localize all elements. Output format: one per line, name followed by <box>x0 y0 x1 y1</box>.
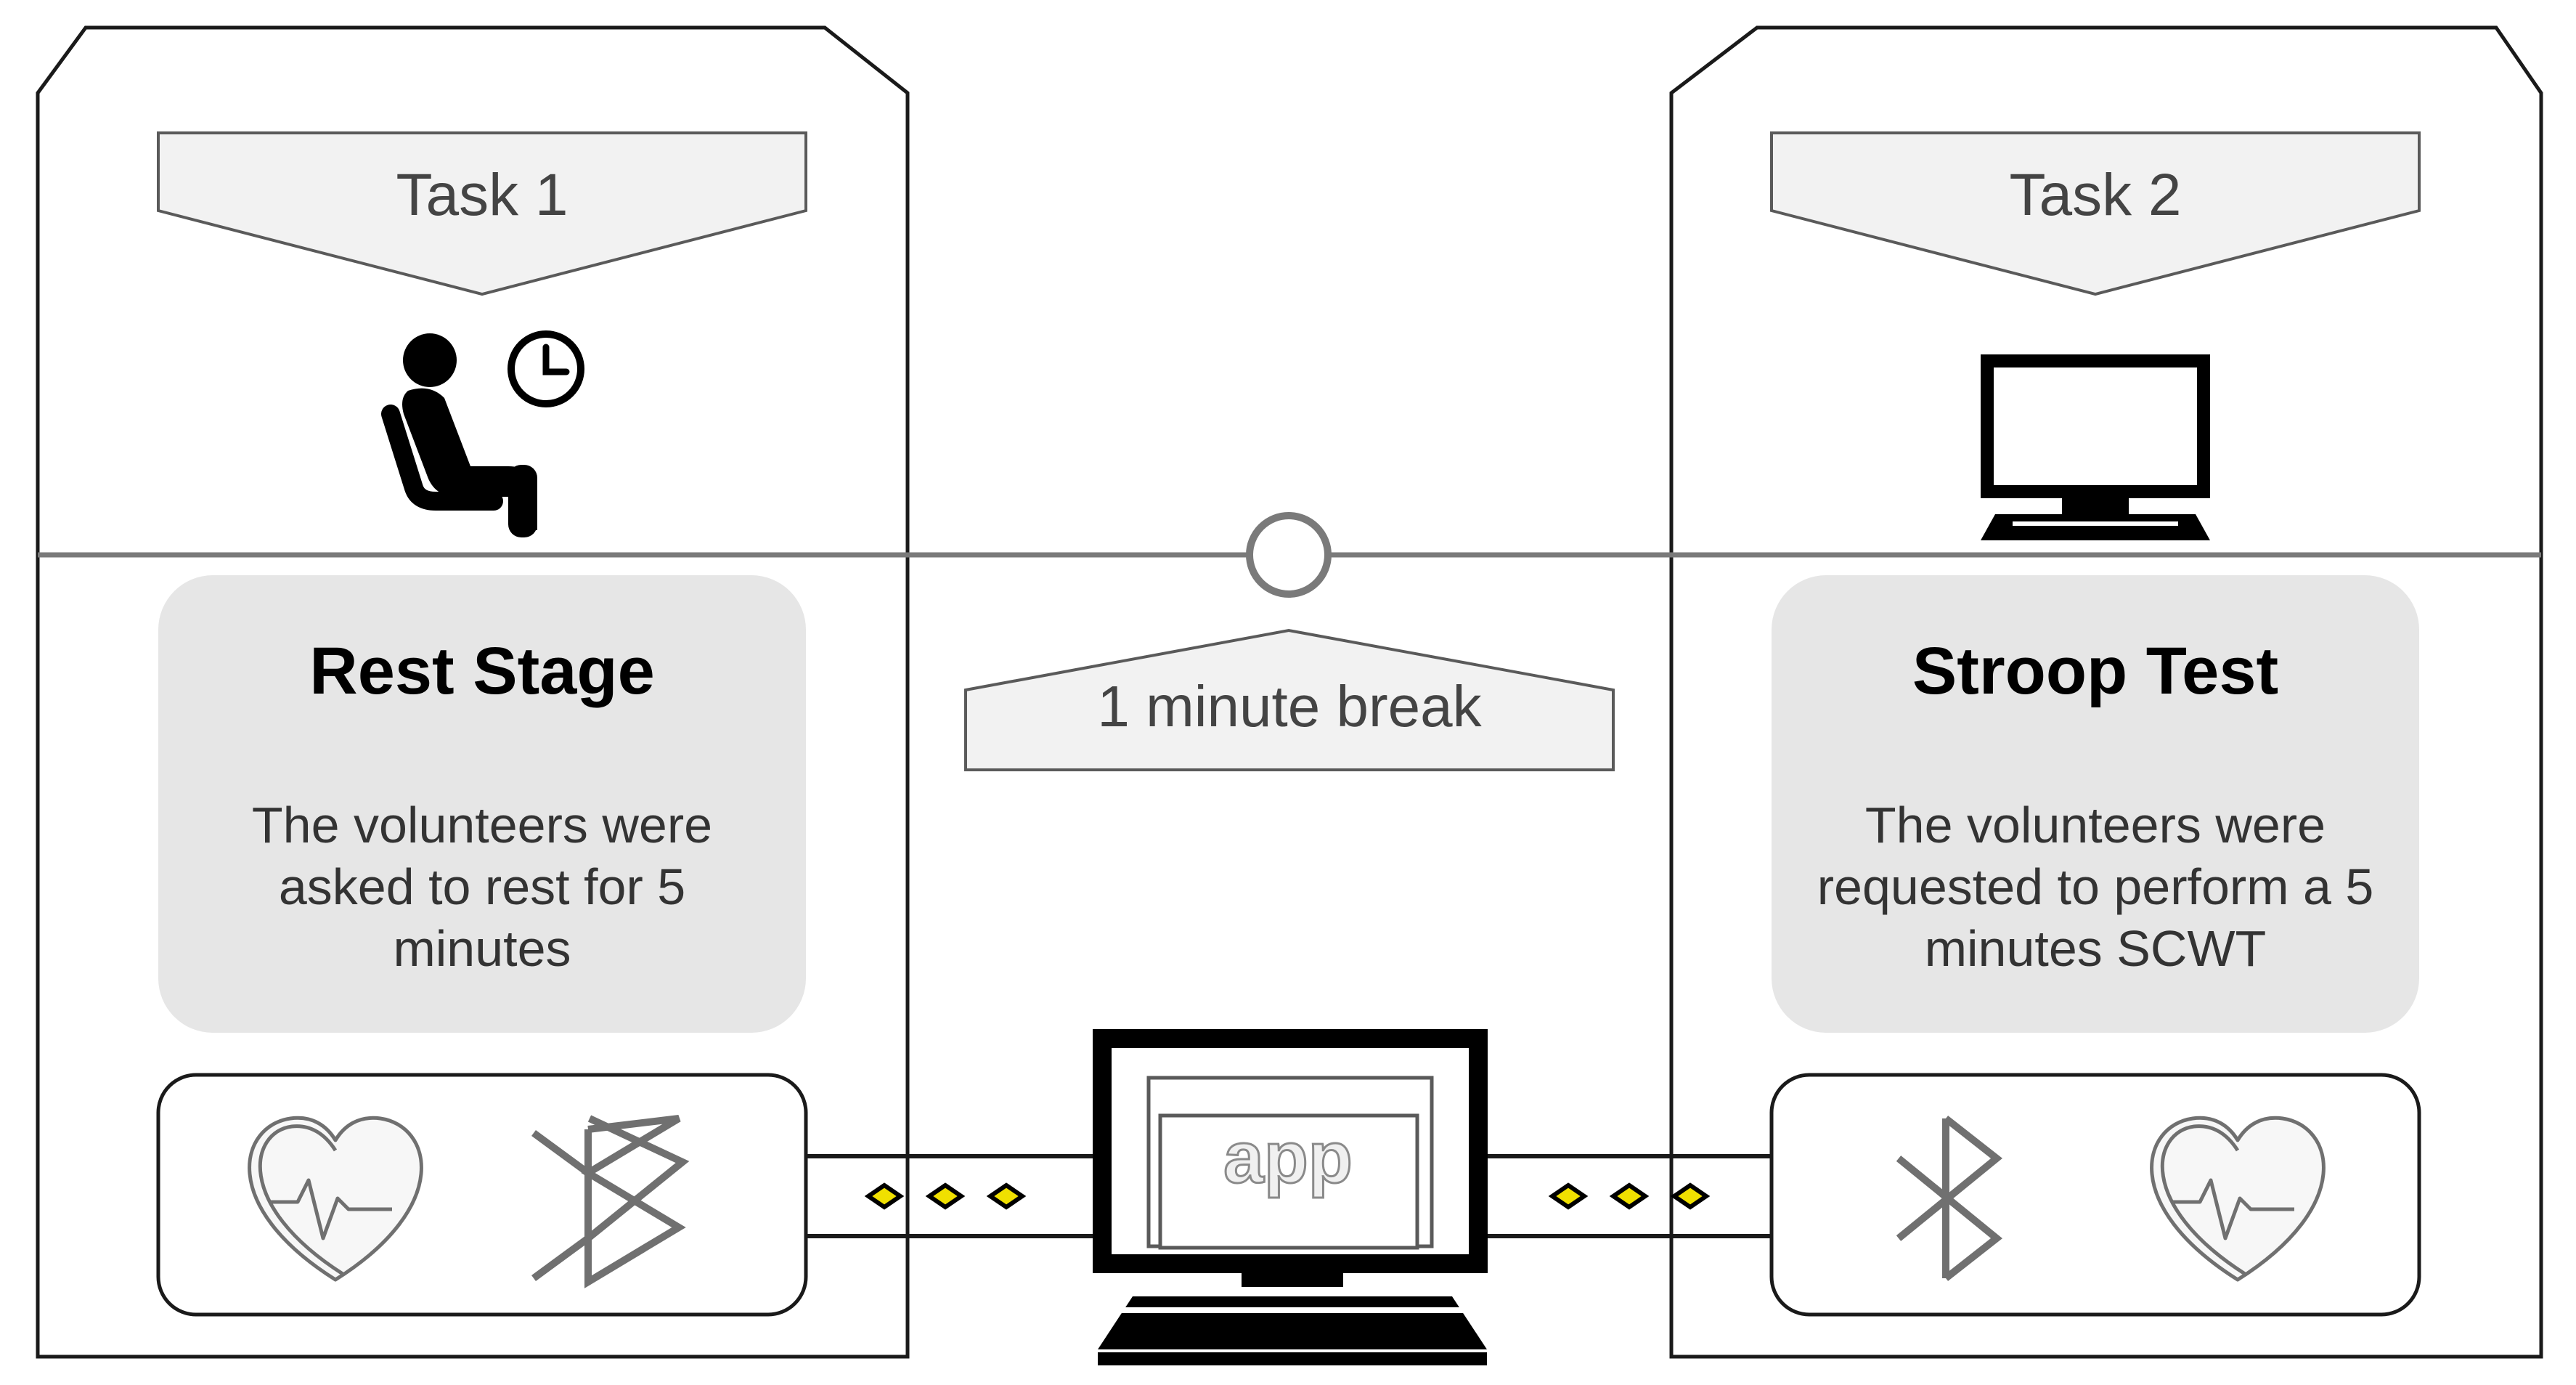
stroop-test-desc-line-3: minutes SCWT <box>1925 920 2267 977</box>
connector-dot <box>1548 1182 1589 1210</box>
monitor-icon <box>1981 354 2210 540</box>
break-banner: 1 minute break <box>964 628 1615 771</box>
connector-dot <box>1609 1182 1650 1210</box>
timeline-marker <box>1246 512 1332 598</box>
clock-icon <box>508 330 584 407</box>
connector-dot <box>1670 1182 1711 1210</box>
heart-rate-icon <box>2150 1116 2326 1282</box>
stroop-test-title: Stroop Test <box>1912 634 2278 708</box>
connector-dot <box>925 1182 966 1210</box>
rest-stage-desc-line-3: minutes <box>393 920 571 977</box>
task2-banner: Task 2 <box>1770 131 2421 296</box>
rest-stage-desc-line-1: The volunteers were <box>252 797 712 853</box>
rest-stage-card: Rest Stage The volunteers were asked to … <box>158 575 806 1033</box>
task2-panel: Task 2 Stroop Test The volunteers were r… <box>1669 25 2543 1359</box>
left-connector <box>806 1154 1093 1238</box>
stroop-test-desc-line-1: The volunteers were <box>1865 797 2326 853</box>
stroop-test-card: Stroop Test The volunteers were requeste… <box>1772 575 2419 1033</box>
connector-dot <box>986 1182 1027 1210</box>
task1-sensor-box <box>156 1073 808 1317</box>
right-connector <box>1487 1154 1772 1238</box>
app-label: app <box>1223 1117 1353 1198</box>
task1-banner: Task 1 <box>157 131 807 296</box>
heart-rate-icon <box>248 1116 423 1282</box>
stroop-test-desc-line-2: requested to perform a 5 <box>1817 858 2374 915</box>
person-sitting-icon <box>381 333 537 537</box>
connector-dot <box>864 1182 905 1210</box>
task1-panel: Task 1 Rest Stage The volunteers were as… <box>36 25 910 1359</box>
bluetooth-icon <box>1896 1116 2003 1281</box>
task1-label: Task 1 <box>396 162 568 228</box>
task2-sensor-box <box>1769 1073 2421 1317</box>
break-label: 1 minute break <box>1097 674 1482 739</box>
rest-stage-title: Rest Stage <box>309 634 655 708</box>
timeline <box>38 512 2541 598</box>
rest-stage-desc-line-2: asked to rest for 5 <box>279 858 685 915</box>
bluetooth-icon <box>531 1115 690 1288</box>
task2-label: Task 2 <box>2010 162 2182 228</box>
laptop-icon: app <box>1093 1029 1488 1365</box>
